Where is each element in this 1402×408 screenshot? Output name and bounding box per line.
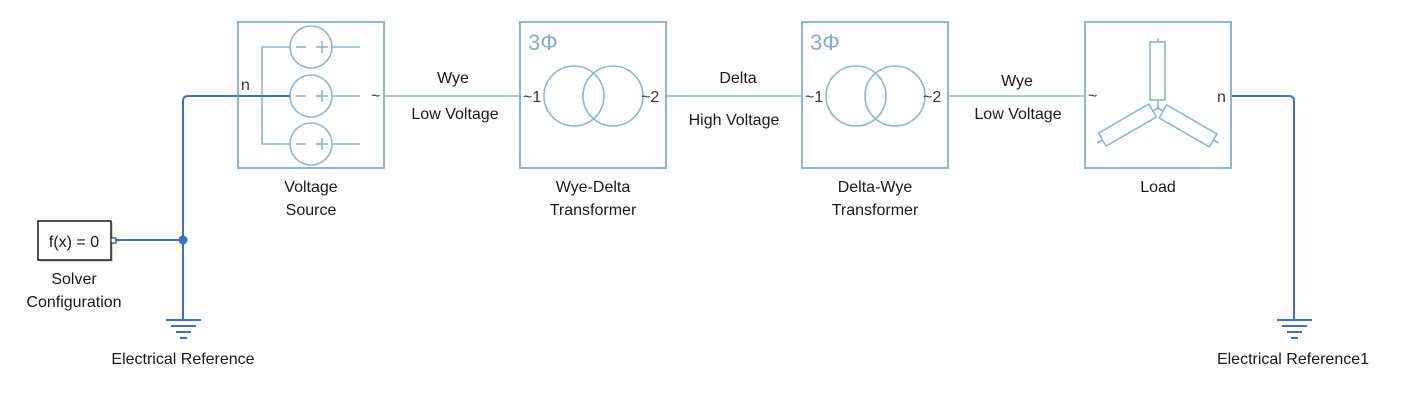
wire-source-neutral-to-ground[interactable]	[182, 95, 290, 320]
connection-label-delta: Delta	[719, 70, 756, 87]
delta-wye-transformer-frame[interactable]	[801, 21, 949, 169]
voltage-source-name-2: Source	[286, 202, 337, 219]
load-block[interactable]: ~ n	[1084, 21, 1232, 169]
connection-label-wye-2: Wye	[1001, 73, 1033, 90]
solver-port[interactable]	[110, 237, 117, 244]
transformer-coils-icon	[543, 65, 644, 127]
transformer-coils-icon	[825, 65, 926, 127]
wye-resistor-load-icon	[1096, 38, 1220, 149]
port-ac-label: ~	[1088, 88, 1097, 105]
delta-wye-transformer-block[interactable]: 3Φ ~1 ~2	[801, 21, 949, 169]
port-1-label: ~1	[523, 89, 541, 106]
port-n-label: n	[241, 77, 250, 94]
electrical-reference1-name: Electrical Reference1	[1217, 351, 1369, 368]
connection-label-low-voltage-2: Low Voltage	[974, 106, 1061, 123]
wye-delta-transformer-block[interactable]: 3Φ ~1 ~2	[519, 21, 667, 169]
voltage-source-block[interactable]: n ~	[237, 21, 385, 169]
port-2-label: ~2	[923, 89, 941, 106]
electrical-reference-block[interactable]	[166, 319, 201, 339]
electrical-reference-name: Electrical Reference	[111, 351, 254, 368]
delta-wye-transformer-name-1: Delta-Wye	[838, 179, 913, 196]
solver-configuration-name-1: Solver	[51, 271, 97, 288]
connection-label-low-voltage-1: Low Voltage	[411, 106, 498, 123]
connection-label-wye-1: Wye	[437, 70, 469, 87]
solver-configuration-block[interactable]: f(x) = 0	[37, 220, 117, 262]
port-2-label: ~2	[641, 89, 659, 106]
wire-load-neutral-to-ground[interactable]	[1231, 95, 1295, 320]
three-phase-label: 3Φ	[528, 30, 558, 55]
load-name: Load	[1140, 179, 1176, 196]
ground-icon	[1277, 319, 1312, 339]
junction-dot	[178, 235, 188, 245]
wye-delta-transformer-name-1: Wye-Delta	[556, 179, 631, 196]
wye-delta-transformer-name-2: Transformer	[550, 202, 637, 219]
solver-expression: f(x) = 0	[49, 234, 99, 251]
port-1-label: ~1	[805, 89, 823, 106]
three-phase-label: 3Φ	[810, 30, 840, 55]
electrical-reference1-block[interactable]	[1277, 319, 1312, 339]
port-n-label: n	[1217, 89, 1226, 106]
port-ac-label: ~	[371, 88, 380, 105]
solver-configuration-name-2: Configuration	[26, 294, 121, 311]
connection-label-high-voltage: High Voltage	[689, 112, 780, 129]
delta-wye-transformer-name-2: Transformer	[832, 202, 919, 219]
voltage-source-name-1: Voltage	[284, 179, 337, 196]
ground-icon	[166, 319, 201, 339]
